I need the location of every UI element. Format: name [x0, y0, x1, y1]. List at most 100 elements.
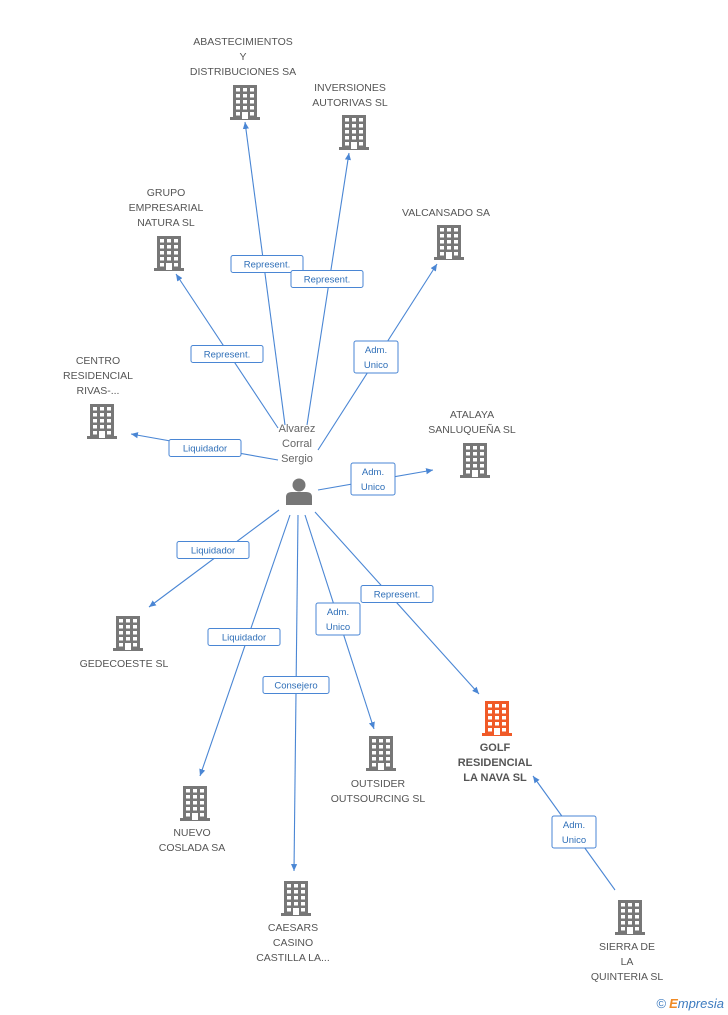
company-node-valcansado[interactable]: VALCANSADO SA [402, 207, 490, 260]
edge-label-box [353, 340, 399, 374]
company-name-line: QUINTERIA SL [591, 971, 664, 983]
company-name-line: CAESARS [268, 922, 318, 934]
edge-label[interactable]: Adm.Unico [315, 602, 361, 636]
edge-label[interactable]: Represent. [360, 585, 434, 603]
building-icon [154, 236, 184, 271]
company-node-atalaya[interactable]: ATALAYA SANLUQUEÑA SL [428, 409, 516, 478]
person-name-line: Sergio [281, 453, 313, 465]
nodes-layer: ABASTECIMIENTOS Y DISTRIBUCIONES SA INVERSI… [63, 36, 663, 983]
edge-label-box [207, 628, 281, 646]
company-name-line: VALCANSADO SA [402, 207, 490, 219]
company-node-outsider[interactable]: OUTSIDER OUTSOURCING SL [331, 736, 426, 805]
edge-label-text: Represent. [374, 590, 420, 601]
building-icon [615, 900, 645, 935]
building-icon [281, 881, 311, 916]
company-node-gedecoeste[interactable]: GEDECOESTE SL [80, 616, 169, 670]
person-icon [286, 478, 312, 505]
company-name-line: NATURA SL [137, 217, 195, 229]
company-name-line: EMPRESARIAL [129, 202, 204, 214]
edge-label[interactable]: Adm.Unico [551, 815, 597, 849]
company-name-line: GOLF [480, 742, 511, 754]
edge-label[interactable]: Liquidador [168, 439, 242, 457]
building-icon [180, 786, 210, 821]
edge-label-box [315, 602, 361, 636]
company-name-line: GEDECOESTE SL [80, 658, 169, 670]
company-name-line: RESIDENCIAL [63, 370, 133, 382]
footer-brand[interactable]: ©Empresia [656, 996, 724, 1011]
edge-label-text: Adm. [362, 467, 384, 478]
edge-label-box [360, 585, 434, 603]
edge-label-box [230, 255, 304, 273]
edge-label-text: Liquidador [191, 546, 235, 557]
edge-line [242, 121, 286, 426]
edge-label-text: Represent. [244, 260, 290, 271]
edge-inversiones: Represent. [290, 152, 364, 426]
edge-label[interactable]: Adm. Unico [353, 340, 399, 374]
company-name-line: RIVAS-... [77, 385, 120, 397]
building-icon [482, 701, 512, 736]
building-icon [434, 225, 464, 260]
edge-label[interactable]: Represent. [290, 270, 364, 288]
edge-label-text: Unico [326, 622, 350, 633]
edge-label[interactable]: Liquidador [176, 541, 250, 559]
company-name-line: ATALAYA [450, 409, 494, 421]
edges-layer: Represent.Represent.Represent.Adm.UnicoL… [130, 121, 616, 891]
edge-label[interactable]: Represent. [190, 345, 264, 363]
company-name-line: OUTSIDER [351, 778, 406, 790]
company-name-line: OUTSOURCING SL [331, 793, 426, 805]
company-name-line: CENTRO [76, 355, 120, 367]
edge-outsider: Adm.Unico [304, 514, 375, 730]
company-name-line: AUTORIVAS SL [312, 97, 388, 109]
edge-label[interactable]: Consejero [262, 676, 330, 694]
company-node-inversiones[interactable]: INVERSIONES AUTORIVAS SL [312, 82, 388, 150]
company-node-grupo[interactable]: GRUPO EMPRESARIAL NATURA SL [129, 187, 204, 271]
company-name-line: SIERRA DE [599, 941, 655, 953]
building-icon [87, 404, 117, 439]
edge-label-text: Liquidador [183, 444, 227, 455]
company-name-line: GRUPO [147, 187, 186, 199]
company-name-line: INVERSIONES [314, 82, 386, 94]
edge-label[interactable]: Liquidador [207, 628, 281, 646]
edge-caesars: Consejero [262, 514, 330, 872]
edge-label-box [350, 462, 396, 496]
edge-label-box [551, 815, 597, 849]
edge-label-box [262, 676, 330, 694]
edge-label-text: Adm. [563, 820, 585, 831]
edge-label-text: Unico [361, 482, 385, 493]
company-node-golf[interactable]: GOLF RESIDENCIAL LA NAVA SL [458, 701, 533, 784]
edge-sierra-golf: Adm.Unico [532, 775, 616, 891]
building-icon [366, 736, 396, 771]
edge-label-box [290, 270, 364, 288]
company-name-line: ABASTECIMIENTOS [193, 36, 293, 48]
edge-label-text: Adm. [365, 345, 387, 356]
building-icon [113, 616, 143, 651]
edge-label-box [190, 345, 264, 363]
edge-label-text: Unico [364, 360, 388, 371]
company-name-line: CASINO [273, 937, 313, 949]
edge-valcansado: Adm. Unico [317, 263, 438, 451]
company-name-line: LA NAVA SL [463, 772, 527, 784]
company-name-line: RESIDENCIAL [458, 757, 533, 769]
edge-centro: Liquidador [130, 432, 279, 461]
edge-line [306, 152, 351, 426]
brand-initial: E [669, 996, 678, 1011]
building-icon [460, 443, 490, 478]
edge-gedecoeste: Liquidador [148, 509, 280, 608]
brand-name: mpresia [677, 996, 724, 1011]
company-node-centro[interactable]: CENTRO RESIDENCIAL RIVAS-... [63, 355, 133, 439]
building-icon [230, 85, 260, 120]
company-node-abastecimientos[interactable]: ABASTECIMIENTOS Y DISTRIBUCIONES SA [190, 36, 296, 120]
company-name-line: SANLUQUEÑA SL [428, 423, 516, 436]
company-name-line: Y [239, 51, 246, 63]
edge-label-box [176, 541, 250, 559]
edge-label[interactable]: Adm. Unico [350, 462, 396, 496]
company-name-line: DISTRIBUCIONES SA [190, 66, 296, 78]
person-name-line: Alvarez [279, 423, 316, 435]
edge-label-text: Liquidador [222, 633, 266, 644]
edge-label[interactable]: Represent. [230, 255, 304, 273]
